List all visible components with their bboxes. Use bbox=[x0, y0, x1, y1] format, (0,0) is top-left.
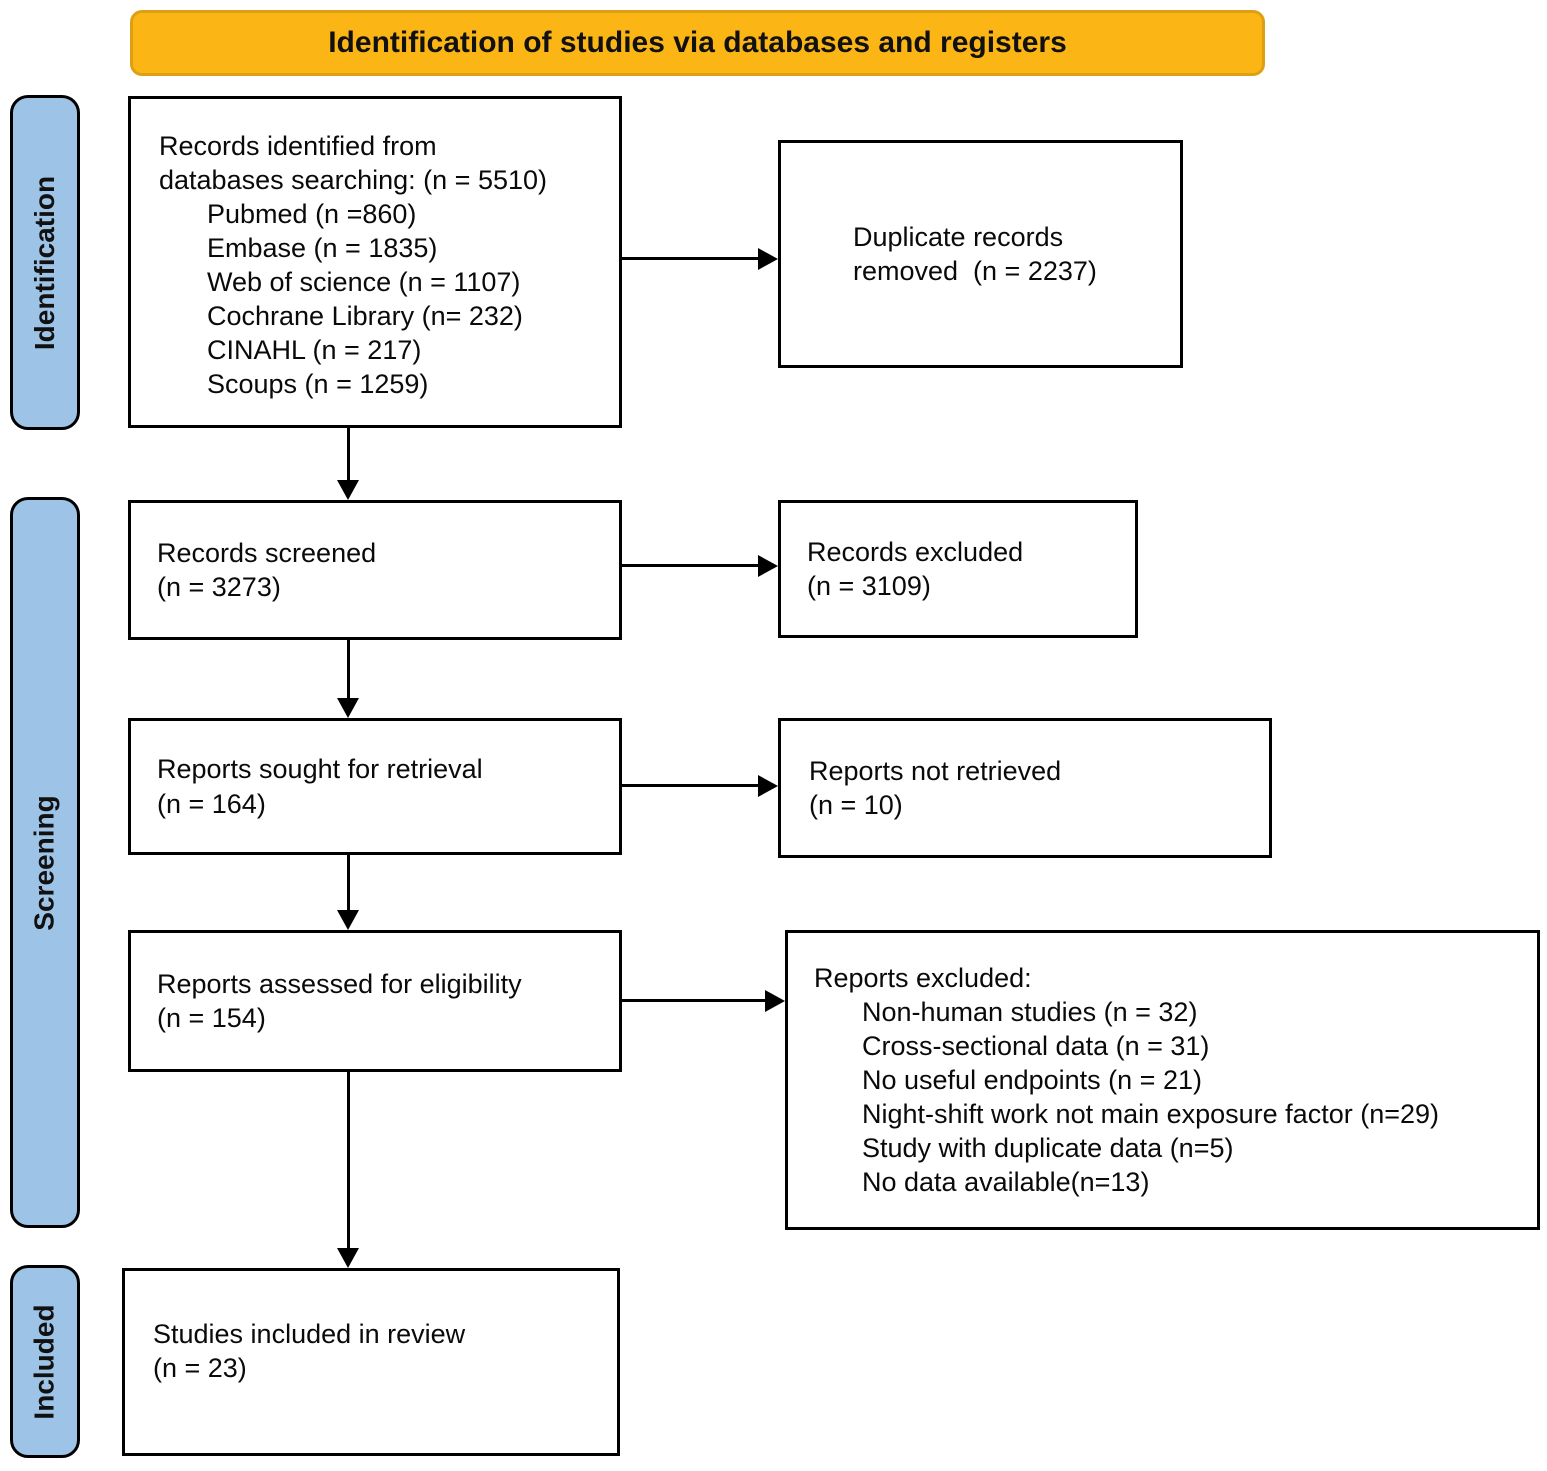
stage-label-included-text: Included bbox=[29, 1303, 60, 1420]
reports-sought-box: Reports sought for retrieval (n = 164) bbox=[128, 718, 622, 855]
diagram-title-banner: Identification of studies via databases … bbox=[130, 10, 1265, 76]
records-excluded-text: Records excluded (n = 3109) bbox=[807, 536, 1024, 601]
records-identified-text: Records identified from databases search… bbox=[159, 131, 548, 196]
reports-excluded-reason-list: Non-human studies (n = 32) Cross-section… bbox=[862, 997, 1440, 1198]
diagram-title: Identification of studies via databases … bbox=[328, 26, 1067, 59]
stage-label-identification-text: Identification bbox=[29, 175, 61, 350]
arrow-line bbox=[622, 257, 760, 260]
studies-included-box: Studies included in review (n = 23) bbox=[122, 1268, 620, 1456]
records-screened-text: Records screened (n = 3273) bbox=[157, 537, 377, 602]
reports-not-retrieved-text: Reports not retrieved (n = 10) bbox=[809, 755, 1062, 820]
duplicate-records-removed-text: Duplicate records removed (n = 2237) bbox=[853, 221, 1097, 286]
records-excluded-box: Records excluded (n = 3109) bbox=[778, 500, 1138, 638]
reports-excluded-heading: Reports excluded: bbox=[814, 963, 1032, 993]
arrowhead-right-icon bbox=[758, 775, 778, 797]
arrow-line bbox=[622, 784, 760, 787]
stage-label-identification: Identification bbox=[10, 95, 80, 430]
arrow-line bbox=[347, 428, 350, 482]
reports-excluded-box: Reports excluded: Non-human studies (n =… bbox=[785, 930, 1540, 1230]
records-identified-box: Records identified from databases search… bbox=[128, 96, 622, 428]
arrow-line bbox=[622, 564, 760, 567]
stage-label-screening: Screening bbox=[10, 497, 80, 1228]
arrow-line bbox=[347, 640, 350, 700]
arrow-line bbox=[347, 1072, 350, 1250]
reports-assessed-box: Reports assessed for eligibility (n = 15… bbox=[128, 930, 622, 1072]
studies-included-text: Studies included in review (n = 23) bbox=[153, 1319, 466, 1384]
arrowhead-down-icon bbox=[337, 698, 359, 718]
reports-not-retrieved-box: Reports not retrieved (n = 10) bbox=[778, 718, 1272, 858]
stage-label-screening-text: Screening bbox=[29, 794, 61, 931]
arrowhead-down-icon bbox=[337, 910, 359, 930]
arrow-line bbox=[622, 999, 767, 1002]
arrowhead-right-icon bbox=[765, 990, 785, 1012]
arrowhead-down-icon bbox=[337, 480, 359, 500]
arrow-line bbox=[347, 855, 350, 912]
records-screened-box: Records screened (n = 3273) bbox=[128, 500, 622, 640]
duplicate-records-removed-box: Duplicate records removed (n = 2237) bbox=[778, 140, 1183, 368]
stage-label-included: Included bbox=[10, 1265, 80, 1458]
arrowhead-right-icon bbox=[758, 248, 778, 270]
arrowhead-down-icon bbox=[337, 1248, 359, 1268]
reports-sought-text: Reports sought for retrieval (n = 164) bbox=[157, 754, 483, 819]
arrowhead-right-icon bbox=[758, 555, 778, 577]
reports-assessed-text: Reports assessed for eligibility (n = 15… bbox=[157, 968, 522, 1033]
records-identified-database-list: Pubmed (n =860) Embase (n = 1835) Web of… bbox=[207, 199, 523, 400]
